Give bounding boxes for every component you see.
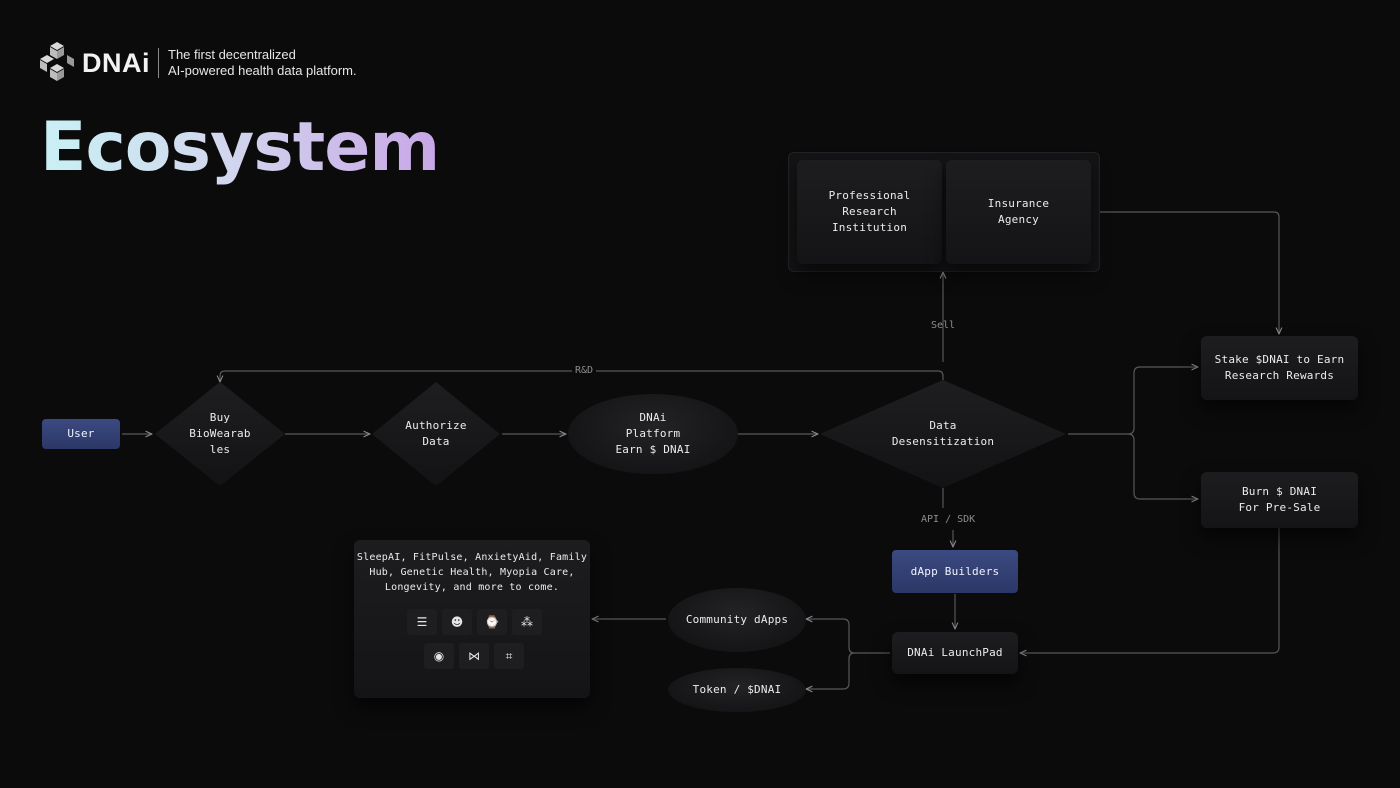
- node-stake: Stake $DNAI to Earn Research Rewards: [1201, 336, 1358, 400]
- longevity-icon: ⌗: [494, 643, 524, 669]
- tagline-line-2: AI-powered health data platform.: [168, 63, 357, 78]
- node-insurance-agency: Insurance Agency: [946, 160, 1091, 264]
- node-burn: Burn $ DNAI For Pre-Sale: [1201, 472, 1358, 528]
- node-data-desensitization: Data Desensitization: [891, 419, 995, 448]
- brand-divider: [158, 48, 159, 78]
- node-professional-research: Professional Research Institution: [797, 160, 942, 264]
- label-api-sdk: API / SDK: [921, 514, 976, 525]
- edge-to-burn: [1127, 433, 1198, 499]
- brand-name: DNAi: [82, 47, 150, 78]
- watch-icon: ⌚: [477, 609, 507, 635]
- dnai-logo-icon: [40, 42, 74, 81]
- family-icon: ⁂: [512, 609, 542, 635]
- dapps-panel: [354, 540, 590, 698]
- label-sell: Sell: [931, 320, 956, 331]
- node-dnai-platform: DNAi Platform Earn $ DNAI: [568, 394, 738, 474]
- edge-to-community: [806, 619, 855, 654]
- eye-icon: ◉: [424, 643, 454, 669]
- brand-header: DNAi The first decentralized AI-powered …: [40, 42, 357, 84]
- node-community-dapps: Community dApps: [668, 588, 806, 652]
- edge-burn-launchpad: [1020, 527, 1280, 653]
- edge-insurance-stake: [1100, 211, 1279, 334]
- dna-icon: ⋈: [459, 643, 489, 669]
- brain-icon: ☻: [442, 609, 472, 635]
- node-buy-biowearables: Buy BioWearab les: [189, 411, 251, 456]
- label-rd: R&D: [572, 365, 597, 376]
- node-dapp-builders: dApp Builders: [892, 550, 1018, 593]
- dapps-list: SleepAI, FitPulse, AnxietyAid, Family Hu…: [356, 551, 588, 593]
- page-title: Ecosystem: [40, 108, 440, 187]
- node-authorize-data: Authorize Data: [405, 419, 467, 448]
- bed-icon: ☰: [407, 609, 437, 635]
- edge-to-stake: [1127, 367, 1198, 435]
- node-launchpad: DNAi LaunchPad: [892, 632, 1018, 674]
- edge-to-token: [806, 652, 855, 689]
- tagline-line-1: The first decentralized: [168, 47, 296, 62]
- tagline: The first decentralized AI-powered healt…: [168, 47, 357, 79]
- node-token: Token / $DNAI: [668, 668, 806, 712]
- node-user: User: [42, 419, 120, 449]
